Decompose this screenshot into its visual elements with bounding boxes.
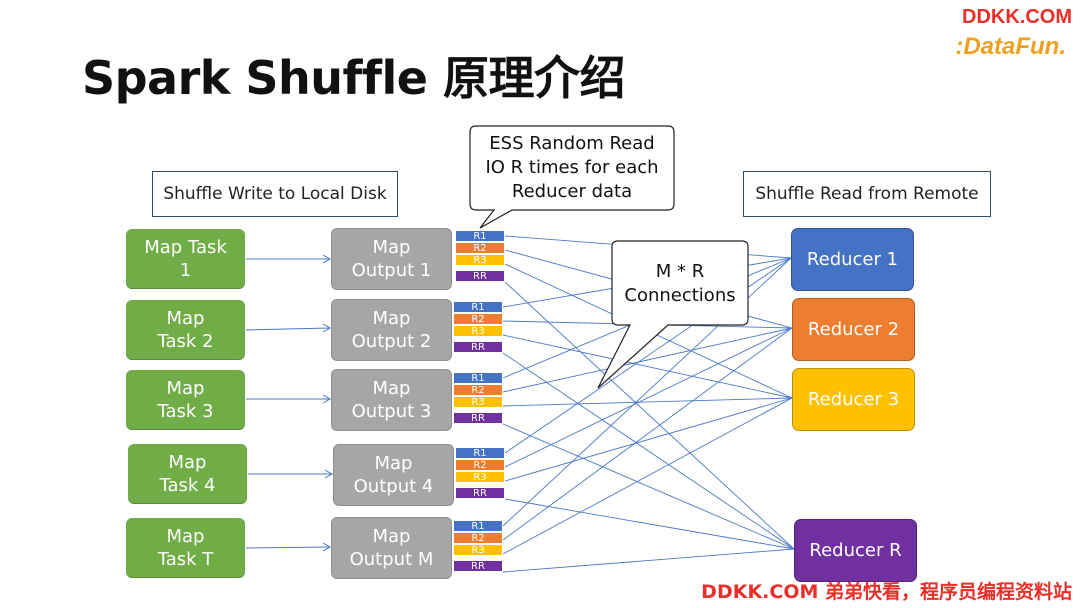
reducer-3: Reducer 3 (792, 368, 915, 431)
read-label: Shuffle Read from Remote (743, 171, 991, 217)
partition-rr: RR (455, 270, 505, 282)
partition-stack: R1 R2 R3 RR (455, 230, 505, 282)
ess-line-3: Reducer data (511, 181, 633, 202)
arrow-head (322, 254, 332, 264)
conn-callout-shape (597, 240, 749, 389)
shuffle-connection-line (502, 352, 795, 550)
task-to-output-arrow (245, 327, 331, 331)
ess-line-2: IO R times for each (485, 157, 659, 178)
ess-callout-text: ESS Random Read IO R times for each Redu… (472, 132, 672, 204)
partition-r1: R1 (453, 372, 503, 384)
partition-rr: RR (455, 487, 505, 499)
shuffle-connection-line (502, 327, 793, 541)
partition-r2: R2 (453, 313, 503, 325)
reducer-2: Reducer 2 (792, 298, 915, 361)
partition-r3: R3 (455, 471, 505, 483)
arrow-head (324, 469, 334, 479)
partition-r3: R3 (453, 325, 503, 337)
partition-stack: R1 R2 R3 RR (453, 372, 503, 424)
shuffle-connection-line (504, 498, 795, 550)
partition-stack: R1 R2 R3 RR (453, 520, 503, 572)
task-to-output-arrow (245, 546, 331, 549)
brand-logo: :DataFun. (955, 33, 1066, 60)
shuffle-connection-line (502, 548, 795, 573)
partition-stack: R1 R2 R3 RR (453, 301, 503, 353)
shuffle-connection-line (504, 281, 795, 550)
conn-line-1: M * R (655, 261, 705, 282)
reducer-r: Reducer R (794, 519, 917, 582)
page-title: Spark Shuffle 原理介绍 (82, 51, 626, 105)
write-label: Shuffle Write to Local Disk (152, 171, 398, 217)
shuffle-connection-line (502, 327, 793, 393)
shuffle-connection-line (502, 397, 793, 407)
partition-r2: R2 (455, 242, 505, 254)
ess-line-1: ESS Random Read (489, 133, 655, 154)
shuffle-connection-line (502, 397, 793, 555)
partition-r2: R2 (455, 459, 505, 471)
partition-rr: RR (453, 560, 503, 572)
conn-line-2: Connections (624, 285, 736, 306)
partition-r1: R1 (455, 447, 505, 459)
ess-callout-shape (469, 125, 675, 229)
partition-rr: RR (453, 412, 503, 424)
footer-banner: DDKK.COM 弟弟快看，程序员编程资料站 (701, 581, 1072, 603)
partition-r1: R1 (453, 520, 503, 532)
partition-r2: R2 (453, 532, 503, 544)
shuffle-connection-line (504, 397, 793, 482)
partition-r1: R1 (455, 230, 505, 242)
reducer-1: Reducer 1 (791, 228, 914, 291)
conn-callout-text: M * R Connections (612, 260, 748, 308)
arrow-head (322, 394, 332, 404)
shuffle-connection-line (504, 327, 793, 468)
partition-r1: R1 (453, 301, 503, 313)
arrow-head (322, 323, 332, 333)
partition-r3: R3 (455, 254, 505, 266)
partition-stack: R1 R2 R3 RR (455, 447, 505, 499)
partition-r2: R2 (453, 384, 503, 396)
partition-r3: R3 (453, 396, 503, 408)
arrow-head (322, 542, 332, 552)
partition-rr: RR (453, 341, 503, 353)
brand-site: DDKK.COM (962, 6, 1072, 28)
shuffle-connection-line (502, 334, 793, 399)
partition-r3: R3 (453, 544, 503, 556)
